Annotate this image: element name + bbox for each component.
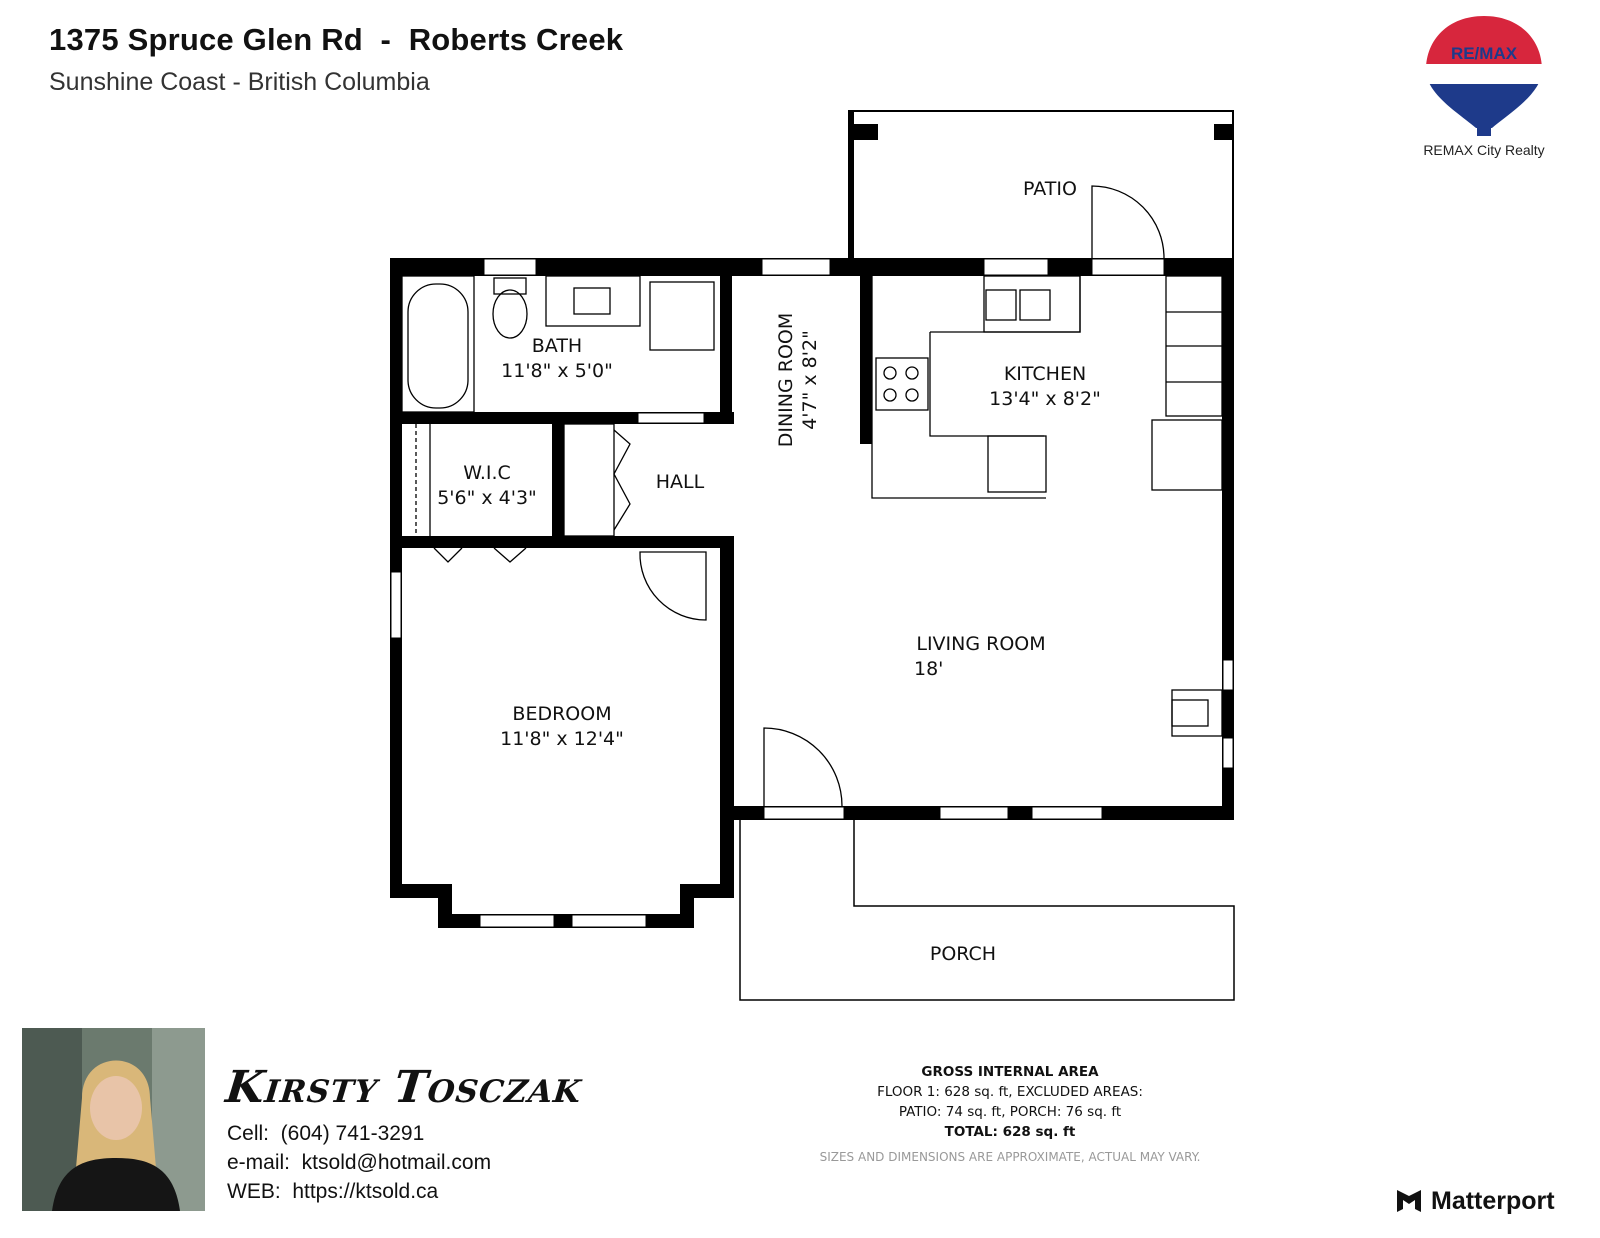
bath-label: BATH: [532, 335, 582, 357]
area-total: TOTAL: 628 sq. ft: [944, 1124, 1076, 1140]
living-dims: 18': [914, 658, 943, 680]
property-address: 1375 Spruce Glen Rd - Roberts Creek: [49, 22, 624, 57]
matterport-logo-icon: [1397, 1190, 1421, 1212]
matterport-brand: Matterport: [1395, 1186, 1555, 1216]
door-swings: [639, 185, 1165, 807]
property-location: Sunshine Coast - British Columbia: [49, 68, 430, 96]
windows: [390, 258, 1234, 928]
area-excluded: PATIO: 74 sq. ft, PORCH: 76 sq. ft: [898, 1104, 1122, 1120]
wic-label: W.I.C: [463, 462, 511, 484]
living-label: LIVING ROOM: [916, 633, 1045, 655]
kitchen-label: KITCHEN: [1004, 363, 1086, 385]
agent-cell[interactable]: Cell: (604) 741-3291: [227, 1122, 425, 1145]
room-labels: PATIO BATH 11'8" x 5'0" DINING ROOM 4'7"…: [437, 178, 1101, 965]
matterport-text: Matterport: [1431, 1186, 1555, 1215]
agent-name: Kirsty Tosczak: [223, 1062, 585, 1113]
hall-label: HALL: [656, 471, 705, 493]
fixtures: [401, 275, 1223, 737]
remax-balloon-icon: RE/MAX: [1426, 16, 1542, 136]
office-name: REMAX City Realty: [1423, 142, 1545, 158]
agent-web[interactable]: WEB: https://ktsold.ca: [227, 1180, 439, 1203]
wic-dims: 5'6" x 4'3": [437, 487, 537, 509]
porch-outline: [739, 820, 1235, 1001]
area-heading: GROSS INTERNAL AREA: [921, 1064, 1099, 1080]
agent-photo: [22, 1028, 205, 1211]
agent-email[interactable]: e-mail: ktsold@hotmail.com: [227, 1151, 492, 1174]
porch-label: PORCH: [930, 943, 996, 965]
area-floor: FLOOR 1: 628 sq. ft, EXCLUDED AREAS:: [877, 1084, 1143, 1100]
remax-brand: RE/MAX REMAX City Realty: [1420, 14, 1548, 158]
patio-label: PATIO: [1023, 178, 1077, 200]
disclaimer: SIZES AND DIMENSIONS ARE APPROXIMATE, AC…: [819, 1150, 1201, 1164]
kitchen-dims: 13'4" x 8'2": [989, 388, 1101, 410]
dining-label: DINING ROOM: [775, 313, 797, 448]
area-summary: GROSS INTERNAL AREA FLOOR 1: 628 sq. ft,…: [800, 1062, 1220, 1142]
dining-dims: 4'7" x 8'2": [799, 330, 821, 430]
remax-logo-text: RE/MAX: [1451, 44, 1518, 63]
bedroom-dims: 11'8" x 12'4": [500, 728, 624, 750]
bedroom-label: BEDROOM: [512, 703, 611, 725]
bath-dims: 11'8" x 5'0": [501, 360, 613, 382]
walls: [390, 110, 1234, 928]
